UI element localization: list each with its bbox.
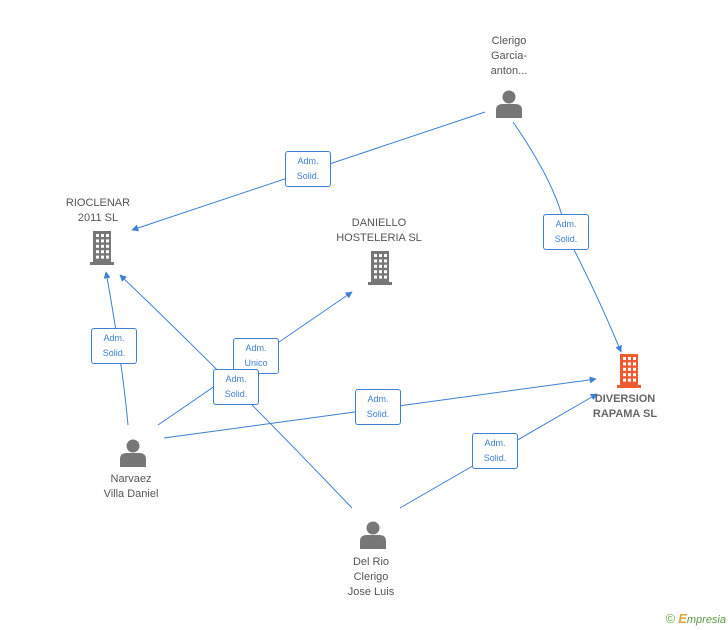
- edge-label-clerigo-to-diversion[interactable]: Adm.Solid.: [543, 214, 589, 250]
- edge-label-delrio-to-diversion[interactable]: Adm.Solid.: [472, 433, 518, 469]
- empresia-logo: Empresia: [678, 611, 726, 626]
- delrio-person-icon: [360, 521, 386, 549]
- edge-layer: [103, 111, 622, 509]
- daniello-building-icon: [368, 251, 392, 285]
- clerigo-person-icon: [496, 90, 522, 118]
- edge-label-narvaez-to-diversion[interactable]: Adm.Solid.: [355, 389, 401, 425]
- edge-label-delrio-to-rioclenar[interactable]: Adm.Solid.: [213, 369, 259, 405]
- rioclenar-building-icon: [90, 231, 114, 265]
- narvaez-person-icon: [120, 439, 146, 467]
- edge-label-clerigo-to-rioclenar[interactable]: Adm.Solid.: [285, 151, 331, 187]
- edge-label-narvaez-to-rioclenar[interactable]: Adm.Solid.: [91, 328, 137, 364]
- diversion-building-icon: [617, 354, 641, 388]
- icon-layer: [90, 90, 641, 549]
- footer-brand: © Empresia: [666, 611, 726, 626]
- edge-label-narvaez-to-daniello[interactable]: Adm.Unico: [233, 338, 279, 374]
- copyright-symbol: ©: [665, 611, 676, 626]
